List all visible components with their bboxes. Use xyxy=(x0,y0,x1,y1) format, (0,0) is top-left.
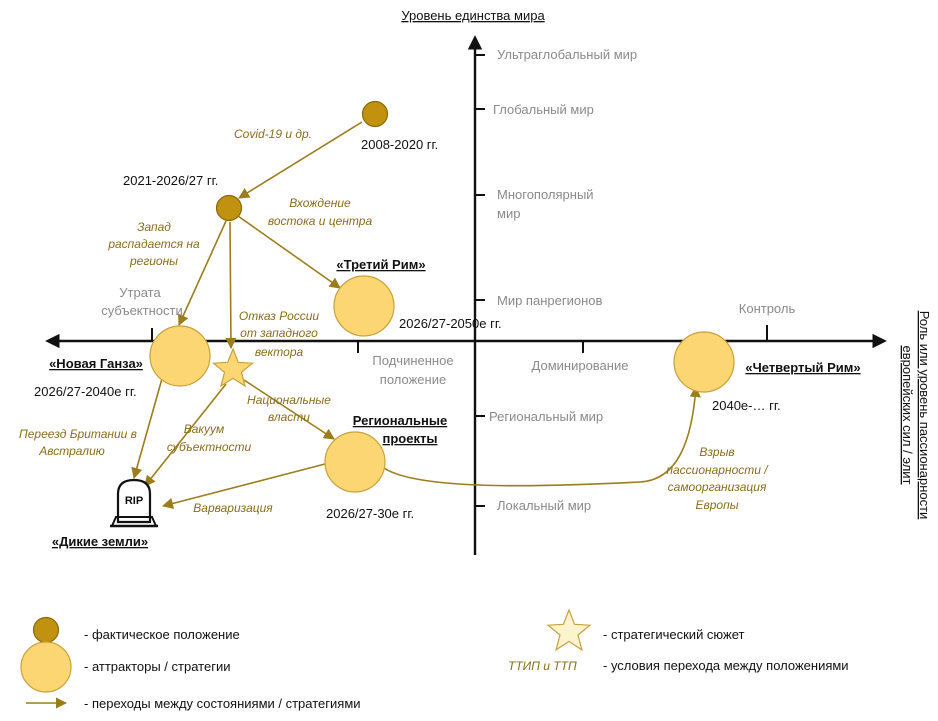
annot-national: Национальные xyxy=(247,393,331,407)
transition-annotations: Covid-19 и др. Вхождение востока и центр… xyxy=(19,127,769,515)
transition-arrows xyxy=(131,121,701,509)
arrow-2021-to-star xyxy=(225,221,237,350)
attractor-new-hansa xyxy=(149,325,211,387)
arrow-new-hansa-to-wild xyxy=(131,367,166,480)
legend-actual-text: - фактическое положение xyxy=(84,627,240,642)
annot-burst: Взрыв xyxy=(699,445,734,459)
attractor-regional xyxy=(324,431,386,493)
annot-vacuum-2: субъектности xyxy=(167,440,252,454)
legend-attractor-text: - аттракторы / стратегии xyxy=(84,659,230,674)
svg-text:европейских сил / элит: европейских сил / элит xyxy=(900,345,915,484)
fourth-rome-title: «Четвертый Рим» xyxy=(745,360,860,375)
attractor-fourth-rome xyxy=(673,331,735,393)
annot-west-breakup-2: распадается на xyxy=(107,237,200,251)
arrow-regional-to-fourth-rome xyxy=(383,385,701,487)
period-2021: 2021-2026/27 гг. xyxy=(123,173,218,188)
tick-regional: Региональный мир xyxy=(489,409,603,424)
annot-burst-2: пассионарности / xyxy=(666,463,769,477)
actual-position-2021 xyxy=(215,194,243,222)
tick-global: Глобальный мир xyxy=(493,102,594,117)
legend-conditions-text: - условия перехода между положениями xyxy=(603,658,849,673)
annot-national-2: власти xyxy=(268,410,310,424)
tick-loss-2: субъектности xyxy=(101,303,182,318)
legend-attractor-icon xyxy=(20,641,72,693)
regional-period: 2026/27-30е гг. xyxy=(326,506,414,521)
wild-lands-title: «Дикие земли» xyxy=(52,534,148,549)
vertical-ticks: Ультраглобальный мир Глобальный мир Мног… xyxy=(475,47,637,513)
period-2008: 2008-2020 гг. xyxy=(361,137,438,152)
tick-domination: Доминирование xyxy=(532,358,629,373)
legend-transition-text: - переходы между состояниями / стратегия… xyxy=(84,696,361,711)
arrow-star-to-regional xyxy=(243,379,335,440)
annot-russia-refusal-2: от западного xyxy=(240,326,318,340)
legend-actual-icon xyxy=(32,616,60,644)
annot-west-breakup: Запад xyxy=(137,220,171,234)
arrow-star-to-wild xyxy=(144,383,227,487)
annot-vacuum: Вакуум xyxy=(184,422,225,436)
third-rome-title: «Третий Рим» xyxy=(336,257,425,272)
arrow-2021-to-third-rome xyxy=(237,215,341,289)
annot-east-center: Вхождение xyxy=(289,196,351,210)
annot-barbarization: Варваризация xyxy=(193,501,273,515)
actual-position-2008 xyxy=(361,100,389,128)
svg-text:Роль или уровень пассионарност: Роль или уровень пассионарности xyxy=(917,311,932,520)
fourth-rome-period: 2040е-… гг. xyxy=(712,398,781,413)
tick-loss: Утрата xyxy=(119,285,161,300)
tick-subordinate: Подчиненное xyxy=(372,353,453,368)
annot-west-breakup-3: регионы xyxy=(129,254,178,268)
third-rome-period: 2026/27-2050е гг. xyxy=(399,316,502,331)
horizontal-axis-title: Роль или уровень пассионарности европейс… xyxy=(900,311,932,520)
new-hansa-period: 2026/27-2040е гг. xyxy=(34,384,137,399)
annot-russia-refusal: Отказ России xyxy=(239,309,320,323)
legend-conditions-sample: ТТИП и ТТП xyxy=(508,659,577,673)
arrow-2008-to-2021 xyxy=(238,121,363,199)
strategic-plot-star-icon xyxy=(211,347,255,388)
attractor-third-rome xyxy=(333,275,395,337)
legend-strategic-text: - стратегический сюжет xyxy=(603,627,745,642)
tick-panregions: Мир панрегионов xyxy=(497,293,602,308)
legend-star-icon xyxy=(546,608,592,652)
tombstone-icon: RIP xyxy=(110,478,158,528)
regional-title: Региональные xyxy=(353,413,447,428)
arrow-regional-to-wild xyxy=(161,463,326,509)
vertical-axis-title: Уровень единства мира xyxy=(401,8,545,23)
tick-multipolar-2: мир xyxy=(497,206,520,221)
annot-britain: Переезд Британии в xyxy=(19,427,137,441)
annot-burst-4: Европы xyxy=(695,498,738,512)
annot-east-center-2: востока и центра xyxy=(268,214,373,228)
regional-title-2: проекты xyxy=(383,431,438,446)
arrow-2021-to-new-hansa xyxy=(178,220,227,327)
tick-local: Локальный мир xyxy=(497,498,591,513)
annot-britain-2: Австралию xyxy=(38,444,105,458)
tick-ultraglobal: Ультраглобальный мир xyxy=(497,47,637,62)
annot-covid: Covid-19 и др. xyxy=(234,127,312,141)
annot-burst-3: самоорганизация xyxy=(668,480,767,494)
rip-text: RIP xyxy=(125,495,143,507)
tick-subordinate-2: положение xyxy=(380,372,446,387)
horizontal-ticks: Утрата субъектности Подчиненное положени… xyxy=(101,285,795,387)
annot-russia-refusal-3: вектора xyxy=(255,345,304,359)
tick-control: Контроль xyxy=(739,301,796,316)
new-hansa-title: «Новая Ганза» xyxy=(49,356,143,371)
legend: - фактическое положение - аттракторы / с… xyxy=(20,608,849,711)
tick-multipolar: Многополярный xyxy=(497,187,594,202)
